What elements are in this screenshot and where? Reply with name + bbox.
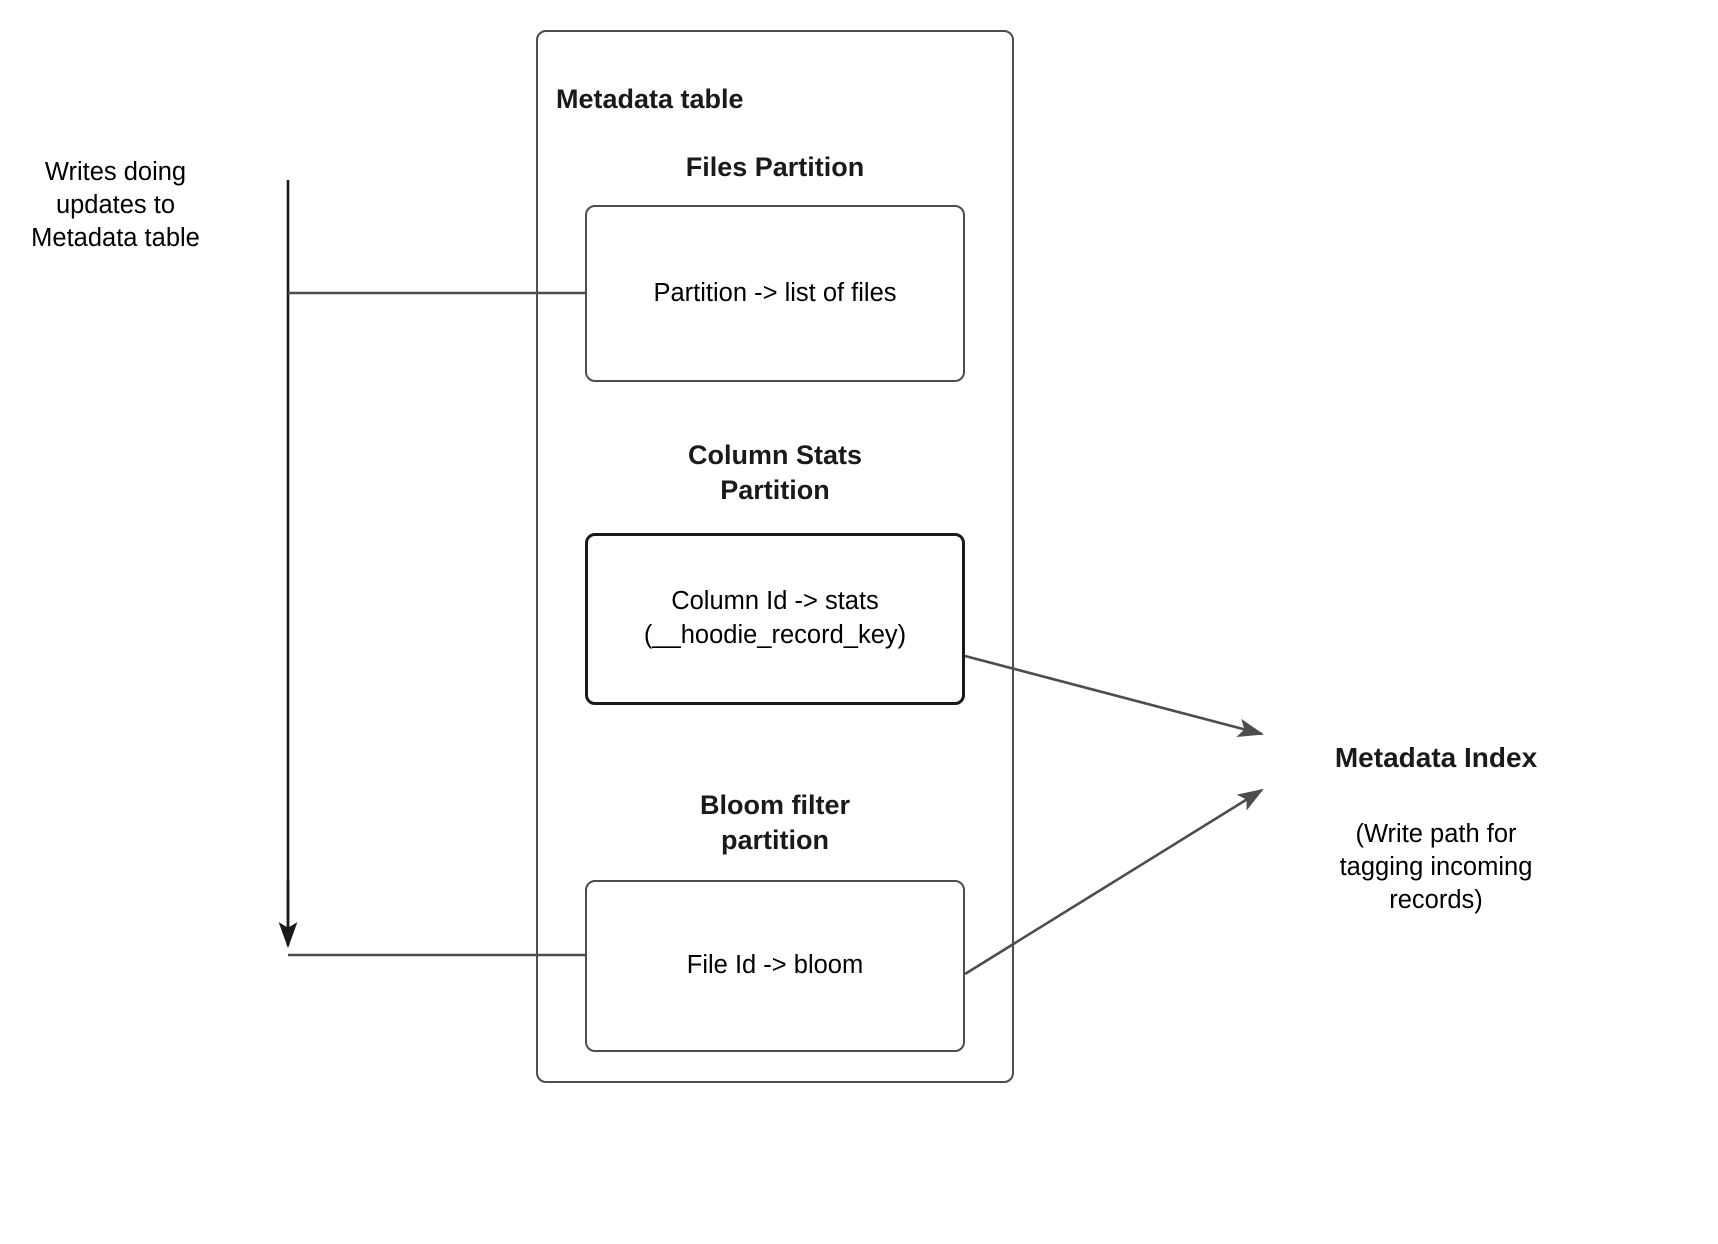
column-stats-partition-box-label: Column Id -> stats (__hoodie_record_key) [643, 587, 907, 649]
bloom-filter-partition-box-label: File Id -> bloom [686, 951, 864, 980]
metadata-index-title: Metadata Index [1334, 742, 1538, 773]
bloom-filter-partition-box[interactable]: File Id -> bloom [585, 880, 965, 1052]
writes-updates-caption: Writes doing updates to Metadata table [31, 158, 200, 253]
metadata-index-note: (Write path for tagging incoming records… [1339, 820, 1533, 915]
files-partition-heading: Files Partition [685, 152, 865, 182]
files-partition-box-label: Partition -> list of files [653, 278, 897, 307]
metadata-table-container [536, 30, 1014, 1083]
bloom-filter-partition-heading: Bloom filter partition [699, 790, 850, 856]
column-stats-partition-box[interactable]: Column Id -> stats (__hoodie_record_key) [585, 533, 965, 705]
column-stats-partition-heading: Column Stats Partition [687, 440, 862, 506]
files-partition-box[interactable]: Partition -> list of files [585, 205, 965, 382]
metadata-table-title: Metadata table [556, 84, 744, 114]
